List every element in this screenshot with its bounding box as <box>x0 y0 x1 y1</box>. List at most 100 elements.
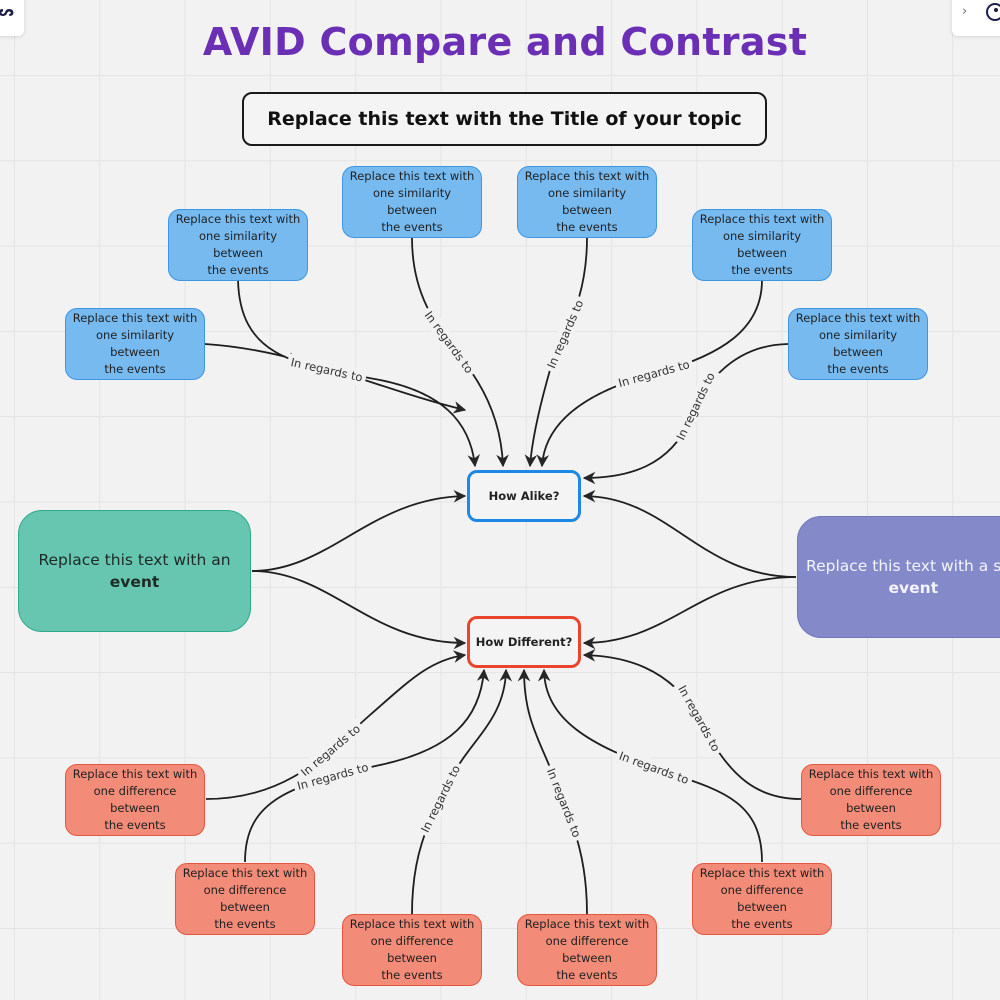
difference-text: the events <box>381 968 443 982</box>
event-b-text: Replace this text with a sim <box>806 557 1000 575</box>
similarity-text: Replace this text with <box>175 212 301 226</box>
similarity-text: Replace this text with <box>72 311 198 325</box>
difference-text: Replace this text with <box>72 767 198 781</box>
similarity-text: the events <box>207 263 269 277</box>
shapes-tool-icon[interactable]: ᔕ <box>0 4 14 20</box>
connector-label-text: In regards to <box>418 763 463 835</box>
difference-text: Replace this text with <box>808 767 934 781</box>
similarity-text: Replace this text with <box>795 311 921 325</box>
similarity-text: the events <box>731 263 793 277</box>
how-alike-box[interactable]: How Alike? <box>467 470 581 522</box>
connector-label: In regards to <box>671 366 721 446</box>
connector-label-bg <box>672 679 726 758</box>
connector-label-text: In regards to <box>422 308 477 375</box>
chevron-right-icon[interactable]: › <box>962 4 968 19</box>
difference-box[interactable]: Replace this text with one difference bet… <box>801 764 941 836</box>
similarity-text: the events <box>556 220 618 234</box>
edge-diff-0[interactable] <box>205 650 467 800</box>
similarity-text: one similarity between <box>818 328 898 359</box>
edge-event-b-alike[interactable] <box>582 489 797 578</box>
edge-event-a-diff[interactable] <box>251 570 467 650</box>
difference-text: the events <box>214 917 276 931</box>
connector-label: In regards to <box>415 759 466 839</box>
difference-box[interactable]: Replace this text with one difference bet… <box>65 764 205 836</box>
edge-event-b-diff[interactable] <box>582 576 797 650</box>
connector-label: In regards to <box>285 353 368 387</box>
event-b-bold: event <box>888 579 939 597</box>
connector-label-bg <box>292 758 374 795</box>
page-title: AVID Compare and Contrast <box>202 20 808 64</box>
topic-title-box[interactable]: Replace this text with the Title of your… <box>242 92 767 146</box>
difference-box[interactable]: Replace this text with one difference bet… <box>175 863 315 935</box>
similarity-text: one similarity between <box>372 186 452 217</box>
similarity-text: the events <box>827 362 889 376</box>
similarity-text: the events <box>381 220 443 234</box>
similarity-box[interactable]: Replace this text with one similarity bet… <box>65 308 205 380</box>
connector-label-bg <box>418 305 480 380</box>
right-toolbar[interactable]: › <box>952 0 1000 36</box>
difference-text: the events <box>840 818 902 832</box>
similarity-text: the events <box>104 362 166 376</box>
connector-label: In regards to <box>418 305 480 380</box>
connector-label-text: In regards to <box>289 355 364 384</box>
similarity-box[interactable]: Replace this text with one similarity bet… <box>788 308 928 380</box>
how-alike-label: How Alike? <box>488 488 560 503</box>
connector-label-bg <box>613 746 695 790</box>
connector-label-text: In regards to <box>544 298 586 371</box>
difference-text: one difference between <box>829 784 913 815</box>
connector-label-text: In regards to <box>673 370 717 442</box>
connector-label-bg <box>294 718 367 783</box>
similarity-text: Replace this text with <box>349 169 475 183</box>
difference-text: Replace this text with <box>699 866 825 880</box>
left-toolbar[interactable]: ᔕ <box>0 0 24 36</box>
timer-icon[interactable] <box>986 3 1000 21</box>
difference-text: the events <box>731 917 793 931</box>
similarity-text: one similarity between <box>95 328 175 359</box>
how-different-label: How Different? <box>475 634 573 649</box>
how-different-box[interactable]: How Different? <box>467 616 581 668</box>
connector-label-text: In regards to <box>544 766 584 839</box>
event-a-box[interactable]: Replace this text with an event <box>18 510 251 632</box>
difference-text: Replace this text with <box>182 866 308 880</box>
similarity-text: one similarity between <box>722 229 802 260</box>
connector-label-bg <box>541 762 587 843</box>
difference-text: Replace this text with <box>524 917 650 931</box>
similarity-box[interactable]: Replace this text with one similarity bet… <box>168 209 308 281</box>
similarity-text: one similarity between <box>547 186 627 217</box>
connector-label: In regards to <box>613 746 695 790</box>
similarity-box[interactable]: Replace this text with one similarity bet… <box>342 166 482 238</box>
edge-diff-1[interactable] <box>244 668 490 863</box>
event-b-box[interactable]: Replace this text with a sim event <box>797 516 1000 638</box>
difference-text: one difference between <box>203 883 287 914</box>
edge-diff-2[interactable] <box>411 668 513 915</box>
event-a-bold: event <box>109 573 160 591</box>
connector-label-text: In regards to <box>617 357 691 390</box>
difference-text: the events <box>104 818 166 832</box>
edge-sim-1[interactable] <box>237 279 481 468</box>
connector-label-bg <box>415 759 466 839</box>
connector-label: In regards to <box>541 762 587 843</box>
similarity-box[interactable]: Replace this text with one similarity bet… <box>517 166 657 238</box>
difference-text: the events <box>556 968 618 982</box>
similarity-text: Replace this text with <box>699 212 825 226</box>
similarity-box[interactable]: Replace this text with one similarity bet… <box>692 209 832 281</box>
connector-label-text: In regards to <box>675 683 723 754</box>
similarity-text: one similarity between <box>198 229 278 260</box>
connector-label-bg <box>671 366 721 446</box>
topic-title-text: Replace this text with the Title of your… <box>267 108 742 130</box>
connector-label: In regards to <box>613 355 695 392</box>
difference-text: one difference between <box>93 784 177 815</box>
difference-text: one difference between <box>370 934 454 965</box>
difference-box[interactable]: Replace this text with one difference bet… <box>517 914 657 986</box>
connector-label-bg <box>613 355 695 392</box>
connector-label: In regards to <box>541 294 589 374</box>
edge-event-a-alike[interactable] <box>251 489 467 572</box>
connector-label-bg <box>541 294 589 374</box>
difference-text: one difference between <box>545 934 629 965</box>
event-a-text: Replace this text with an <box>38 551 231 569</box>
similarity-text: Replace this text with <box>524 169 650 183</box>
connector-label-bg <box>285 353 368 387</box>
